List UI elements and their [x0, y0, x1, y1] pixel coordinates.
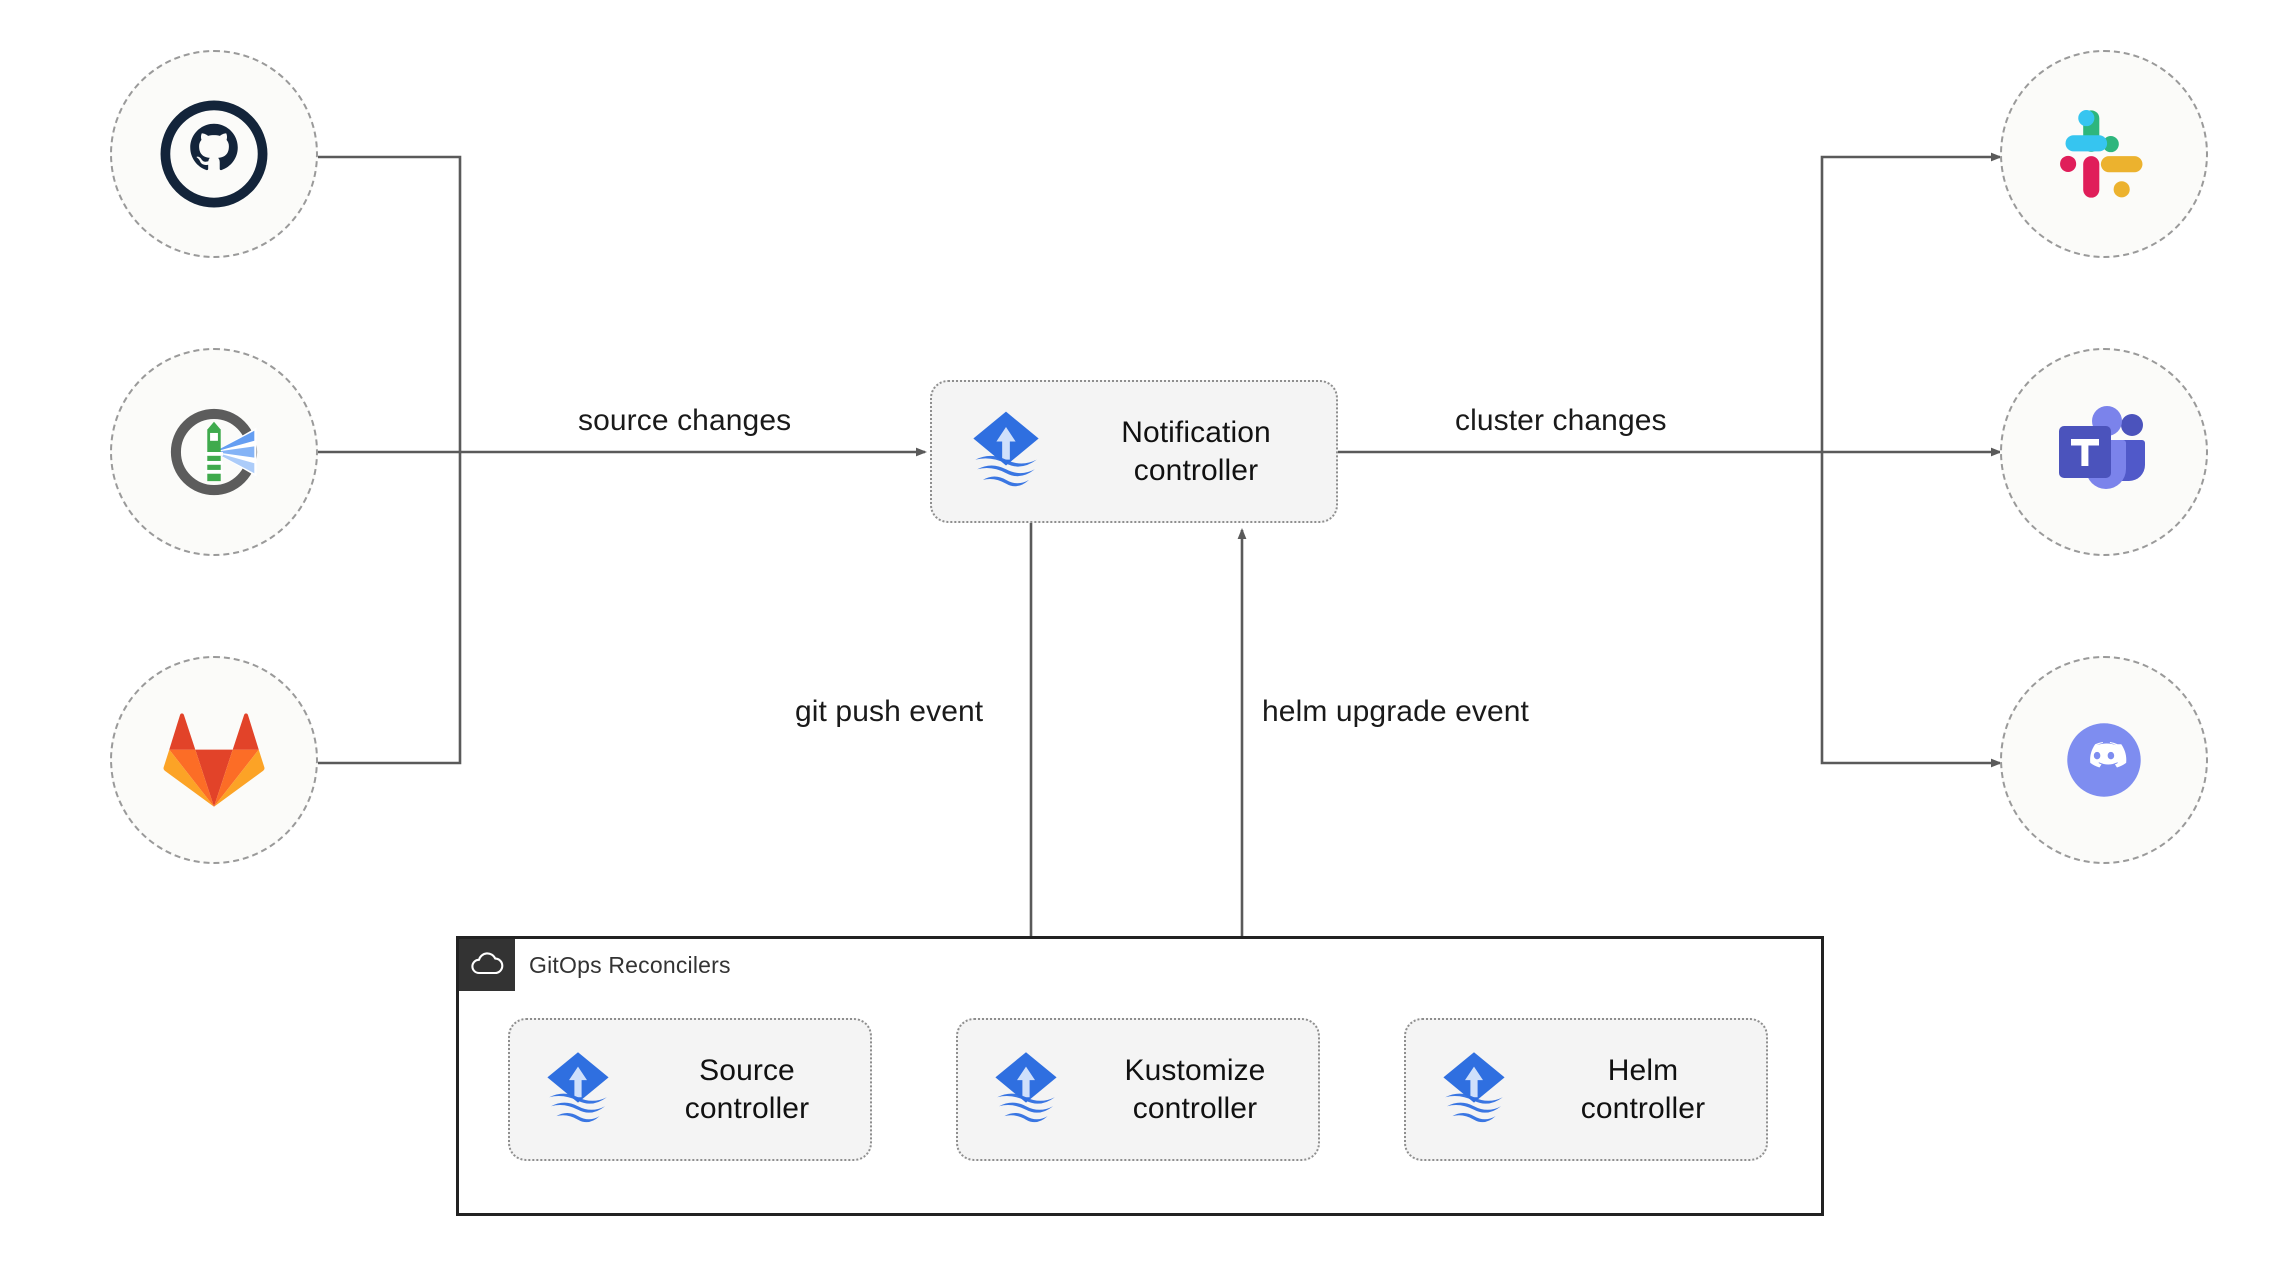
gitops-reconcilers-title: GitOps Reconcilers — [529, 951, 731, 978]
helm-controller-label: Helm controller — [1580, 1054, 1706, 1125]
gitlab-icon — [162, 710, 266, 810]
edge-label-git-push-event: git push event — [795, 695, 984, 728]
flux-logo-icon — [1418, 1034, 1530, 1146]
edge-label-helm-upgrade-event: helm upgrade event — [1262, 695, 1529, 728]
flux-logo-icon — [946, 392, 1066, 512]
flux-logo-icon — [970, 1034, 1082, 1146]
cloud-icon — [459, 939, 515, 991]
notification-controller-label: Notification controller — [1121, 416, 1271, 487]
kustomize-controller-card[interactable]: Kustomize controller — [956, 1018, 1320, 1161]
source-node-github[interactable] — [110, 50, 318, 258]
notification-controller-card[interactable]: Notification controller — [930, 380, 1338, 523]
edge-label-cluster-changes: cluster changes — [1455, 404, 1667, 437]
destination-node-teams[interactable] — [2000, 348, 2208, 556]
source-node-flux[interactable] — [110, 348, 318, 556]
flux-logo-icon — [522, 1034, 634, 1146]
discord-icon — [2050, 706, 2158, 814]
source-controller-label: Source controller — [684, 1054, 810, 1125]
flux-lighthouse-icon — [158, 396, 270, 508]
destination-node-discord[interactable] — [2000, 656, 2208, 864]
source-controller-card[interactable]: Source controller — [508, 1018, 872, 1161]
source-node-gitlab[interactable] — [110, 656, 318, 864]
helm-controller-card[interactable]: Helm controller — [1404, 1018, 1768, 1161]
slack-icon — [2052, 102, 2156, 206]
destination-node-slack[interactable] — [2000, 50, 2208, 258]
kustomize-controller-label: Kustomize controller — [1124, 1054, 1266, 1125]
microsoft-teams-icon — [2050, 400, 2158, 504]
edge-label-source-changes: source changes — [578, 404, 792, 437]
github-icon — [160, 100, 268, 208]
